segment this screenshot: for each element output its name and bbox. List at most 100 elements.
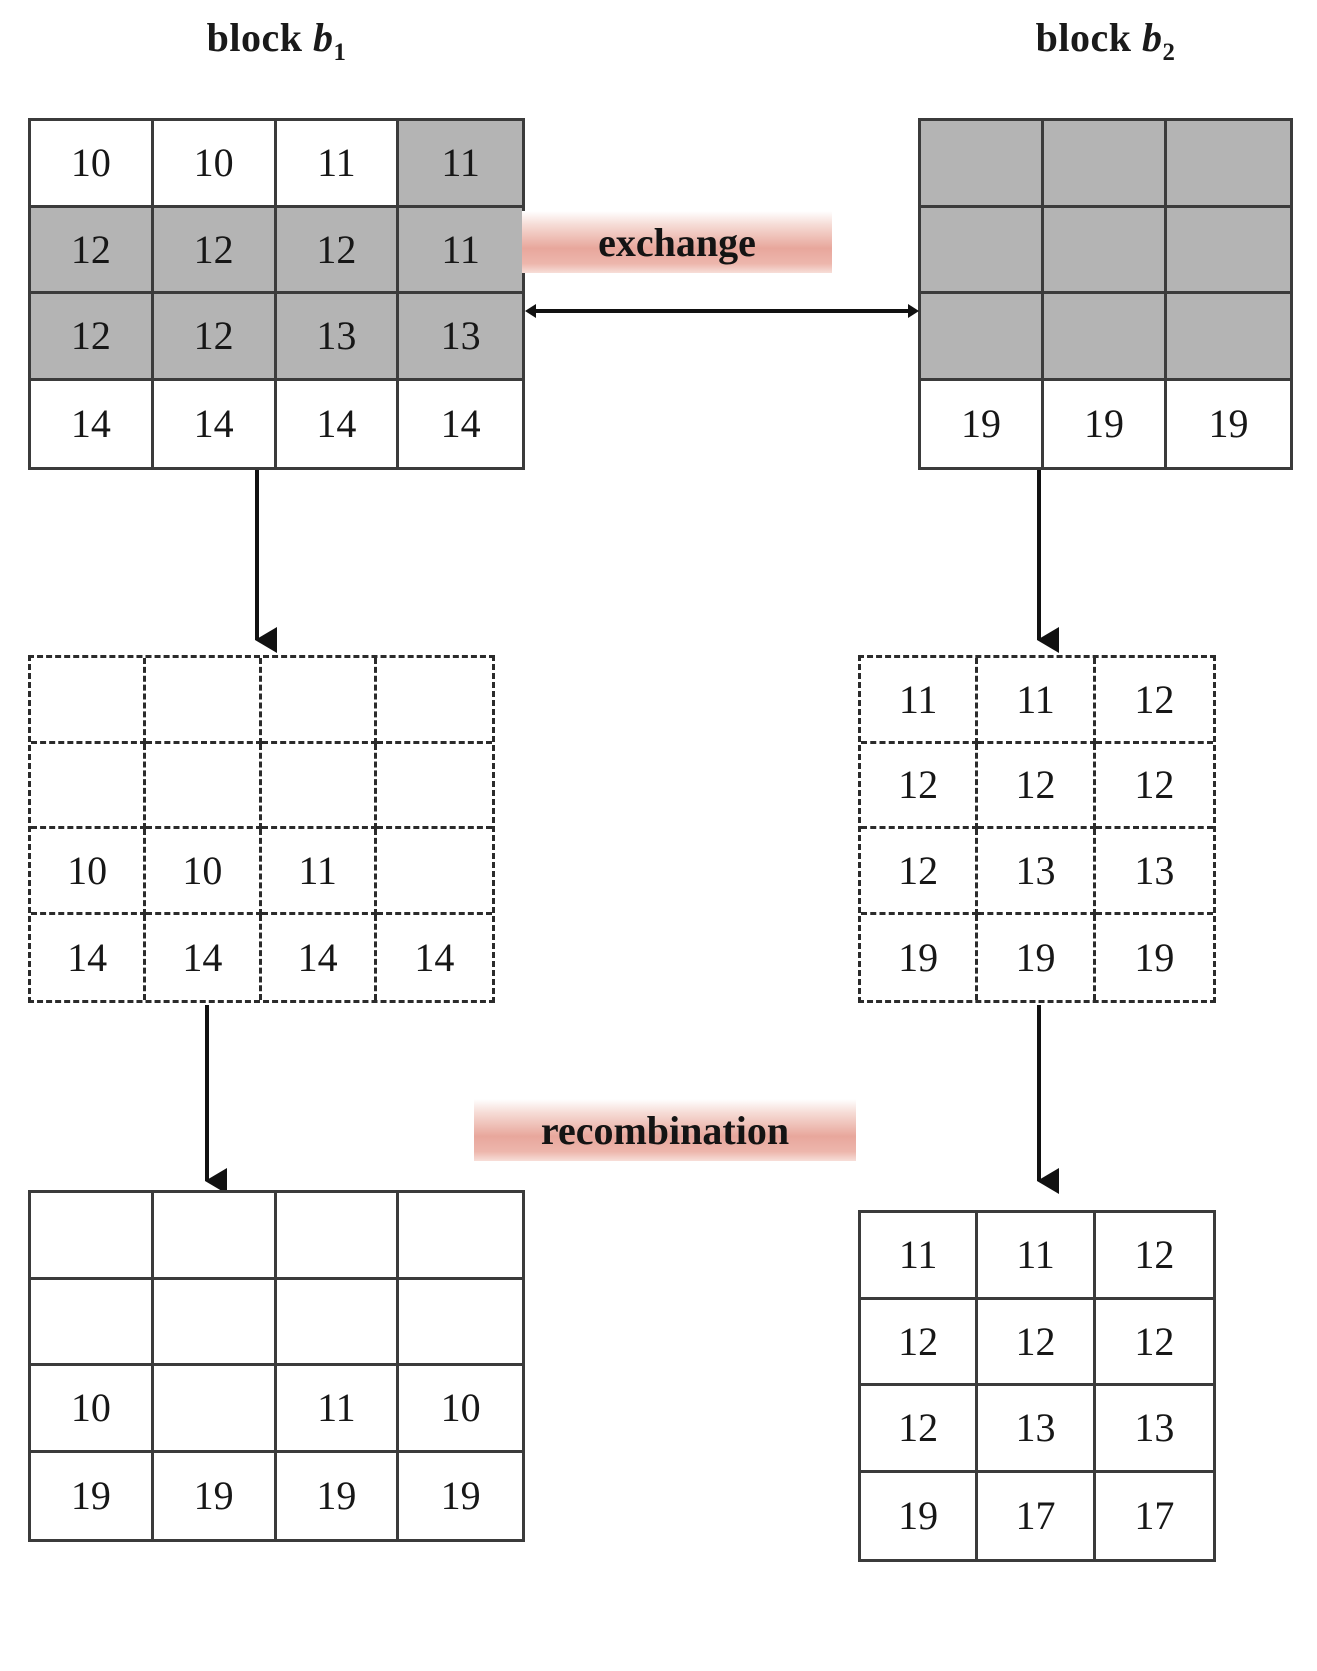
b2-down-arrow-2 — [1037, 1005, 1059, 1194]
grid-cell: 12 — [153, 207, 277, 294]
b1-down-arrow-2 — [205, 1005, 227, 1194]
grid-cell: 11 — [399, 207, 522, 294]
grid-cell: 19 — [31, 1452, 154, 1539]
grid-cell — [399, 1193, 522, 1280]
grid-cell: 12 — [861, 829, 979, 915]
grid-cell — [153, 1193, 277, 1280]
grid-cell: 10 — [31, 121, 154, 208]
grid-cell: 12 — [978, 1299, 1096, 1386]
grid-cell: 17 — [978, 1472, 1096, 1559]
grid-cell — [1167, 121, 1290, 208]
grid-cell: 12 — [1095, 658, 1213, 744]
grid-cell: 12 — [861, 743, 979, 829]
grid-cell: 17 — [1095, 1472, 1213, 1559]
exchange-label-text: exchange — [598, 219, 756, 265]
grid-cell — [1167, 207, 1290, 294]
grid-cell — [399, 1279, 522, 1366]
grid-cell — [31, 1193, 154, 1280]
grid-cell: 13 — [1095, 1386, 1213, 1473]
grid-cell — [261, 743, 377, 829]
grid-cell — [921, 294, 1044, 381]
block-b2-title: block b2 — [918, 14, 1293, 67]
grid-cell: 12 — [153, 294, 277, 381]
grid-cell — [31, 743, 147, 829]
grid-cell: 10 — [31, 1366, 154, 1453]
grid-cell: 10 — [31, 829, 147, 915]
grid-cell: 14 — [153, 380, 277, 467]
grid-cell: 13 — [1095, 829, 1213, 915]
grid-cell: 14 — [31, 914, 147, 1000]
grid-cell: 19 — [1167, 380, 1290, 467]
grid-cell: 11 — [261, 829, 377, 915]
grid-cell: 11 — [276, 1366, 400, 1453]
grid-cell: 12 — [978, 743, 1096, 829]
grid-cell: 11 — [978, 1213, 1096, 1300]
grid-cell: 11 — [276, 121, 400, 208]
grid-cell: 19 — [861, 914, 979, 1000]
grid-cell: 19 — [1044, 380, 1167, 467]
grid-cell: 12 — [31, 207, 154, 294]
grid-cell — [376, 658, 492, 744]
grid-cell — [1044, 294, 1167, 381]
block-b1-title-prefix: block — [206, 15, 313, 60]
grid-cell: 13 — [399, 294, 522, 381]
grid-cell — [31, 1279, 154, 1366]
grid-cell: 14 — [31, 380, 154, 467]
grid-cell — [261, 658, 377, 744]
grid-cell: 12 — [1095, 1213, 1213, 1300]
grid-cell: 12 — [861, 1299, 979, 1386]
grid-cell: 14 — [399, 380, 522, 467]
grid-cell: 19 — [978, 914, 1096, 1000]
grid-cell — [921, 207, 1044, 294]
grid-cell — [276, 1279, 400, 1366]
grid-cell: 12 — [1095, 744, 1213, 829]
grid-cell — [376, 829, 492, 915]
grid-cell — [1044, 121, 1167, 208]
grid-cell: 12 — [31, 294, 154, 381]
grid-cell: 12 — [1095, 1299, 1213, 1386]
grid-cell — [1167, 294, 1290, 381]
grid-cell: 14 — [262, 914, 377, 1000]
b2-down-arrow-1 — [1037, 470, 1059, 653]
grid-cell: 11 — [861, 1213, 979, 1300]
block-b2-title-prefix: block — [1035, 15, 1142, 60]
grid-cell: 13 — [978, 1386, 1096, 1473]
grid-cell: 11 — [978, 658, 1096, 744]
grid-cell: 14 — [276, 380, 400, 467]
grid-cell: 14 — [414, 934, 455, 980]
grid-cell: 10 — [399, 1366, 522, 1453]
grid-cell — [31, 658, 147, 744]
grid-cell — [376, 744, 492, 829]
grid-cell — [153, 1366, 277, 1453]
grid-cell: 10 — [153, 121, 277, 208]
grid-cell: 19 — [861, 1472, 979, 1559]
grid-cell: 13 — [276, 294, 400, 381]
block-b1-title: block b1 — [28, 14, 525, 67]
recombination-label-text: recombination — [540, 1107, 790, 1153]
grid-cell: 12 — [276, 207, 400, 294]
grid-cell — [146, 743, 262, 829]
exchange-label: exchange — [522, 211, 832, 273]
grid-cell: 19 — [1134, 934, 1175, 980]
block-b1-title-symbol: b1 — [312, 15, 347, 66]
grid-cell: 11 — [861, 658, 979, 744]
exchange-arrow — [525, 304, 919, 318]
grid-cell: 12 — [861, 1386, 979, 1473]
grid-cell: 10 — [146, 829, 262, 915]
grid-cell — [146, 658, 262, 744]
grid-cell: 14 — [146, 914, 262, 1000]
grid-cell: 13 — [978, 829, 1096, 915]
grid-cell — [276, 1193, 400, 1280]
grid-cell: 19 — [153, 1452, 277, 1539]
grid-cell: 19 — [276, 1452, 400, 1539]
grid-cell — [921, 121, 1044, 208]
grid-cell — [1044, 207, 1167, 294]
recombination-label: recombination — [474, 1099, 856, 1161]
